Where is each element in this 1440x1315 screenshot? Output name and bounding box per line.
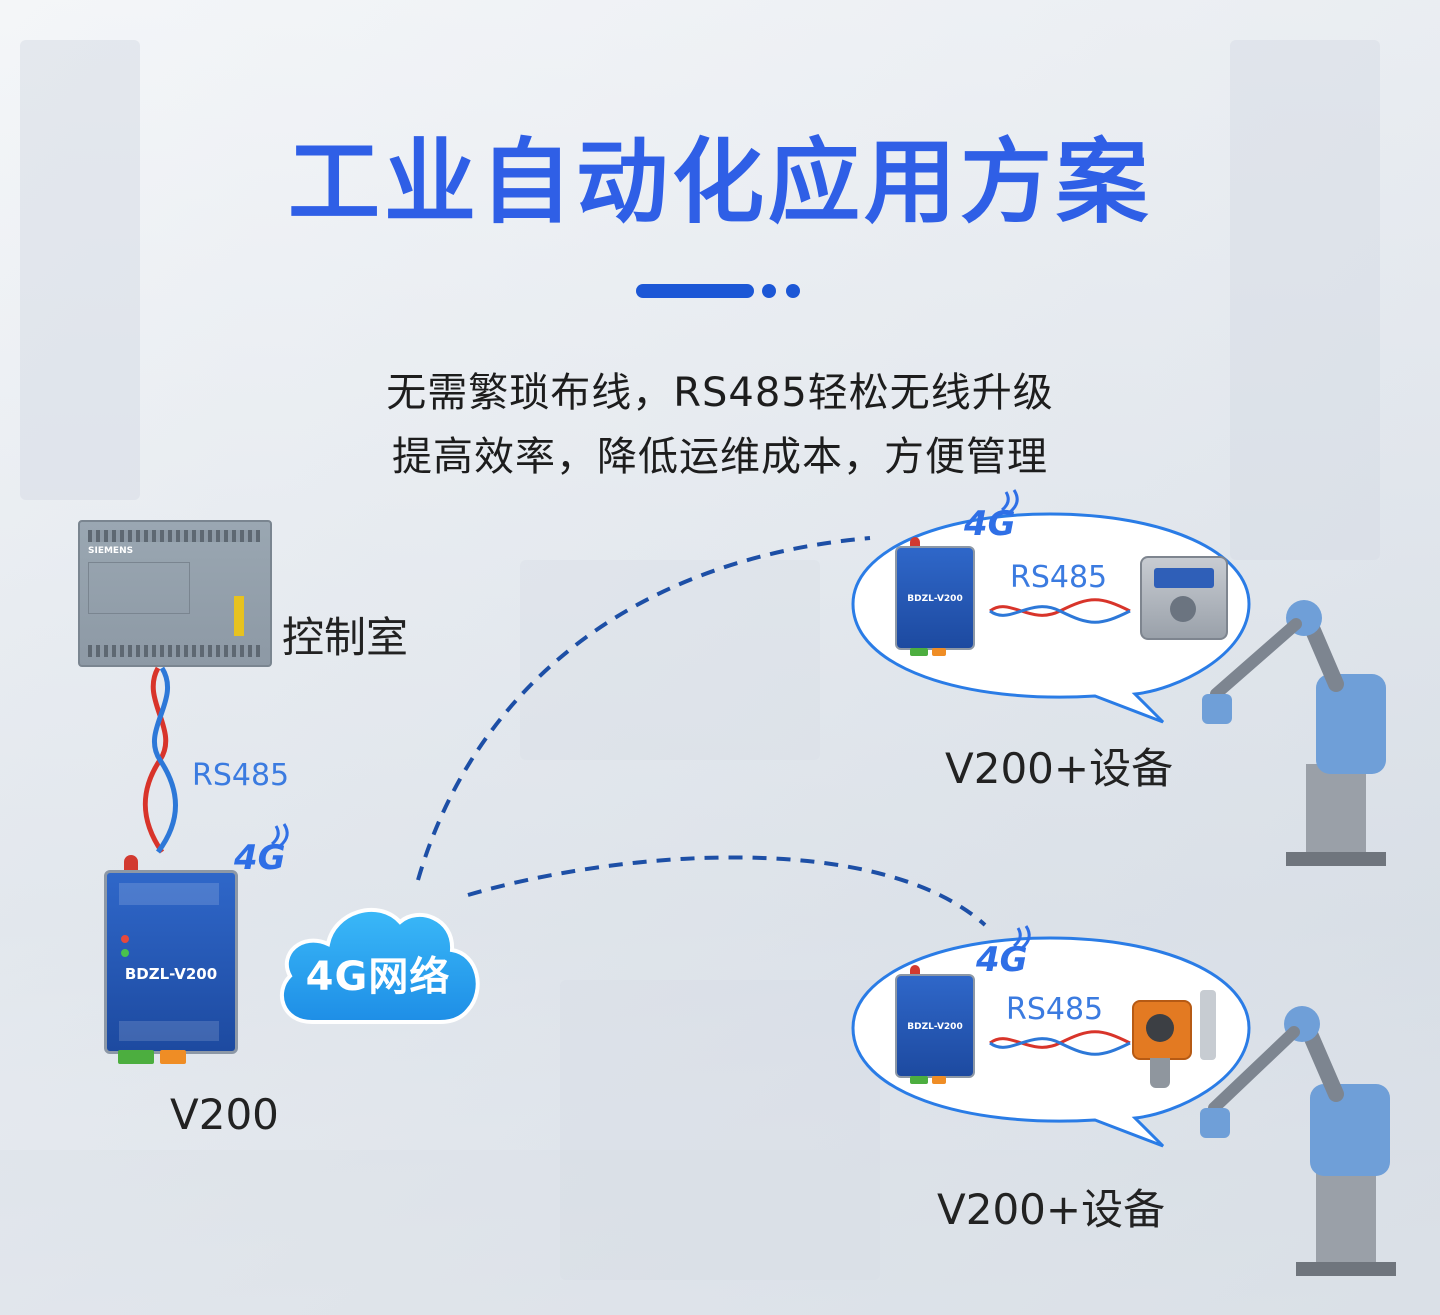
gateway-led xyxy=(121,935,129,943)
remote-1-terminal xyxy=(932,648,946,656)
rs485-cable-blue xyxy=(152,666,178,854)
subtitle-line-2: 提高效率，降低运维成本，方便管理 xyxy=(392,434,1048,480)
remote-2-model: BDZL-V200 xyxy=(907,1022,963,1032)
gateway-label: V200 xyxy=(170,1090,279,1139)
gateway-model: BDZL-V200 xyxy=(124,965,218,983)
signal-waves-icon xyxy=(1013,925,1031,950)
title-divider xyxy=(636,284,836,298)
signal-waves-icon xyxy=(271,823,289,848)
gateway-indicator-panel xyxy=(119,883,219,905)
remote-1-device: BDZL-V200 xyxy=(895,546,975,650)
gateway-orange-terminal xyxy=(160,1050,186,1064)
local-rs485-label: RS485 xyxy=(192,758,290,793)
gateway-antenna xyxy=(124,855,138,873)
remote-2-4g-text: 4G xyxy=(976,940,1028,980)
remote-2-antenna xyxy=(910,965,920,977)
remote-1-rs485-label: RS485 xyxy=(1010,560,1108,595)
robot-arm-1 xyxy=(1202,600,1386,866)
remote-2-terminal xyxy=(932,1076,946,1084)
remote-1-terminal xyxy=(910,648,928,656)
local-4g-text: 4G xyxy=(234,838,286,878)
remote-1-4g-badge: 4G xyxy=(964,489,1019,544)
remote-2-cable xyxy=(989,1030,1131,1056)
remote-1-cable xyxy=(989,598,1131,624)
background-machine xyxy=(520,560,820,760)
control-room-label: 控制室 xyxy=(282,613,409,662)
remote-2-device: BDZL-V200 xyxy=(895,974,975,1078)
signal-waves-icon xyxy=(1001,489,1019,514)
plc-terminals xyxy=(88,645,260,657)
detector-sensor xyxy=(1150,1058,1170,1088)
remote-2-gas-detector xyxy=(1132,1000,1192,1060)
detector-display xyxy=(1146,1014,1174,1042)
gateway-green-terminal xyxy=(118,1050,154,1064)
gateway-led xyxy=(121,949,129,957)
subtitle-line-1: 无需繁琐布线，RS485轻松无线升级 xyxy=(386,370,1054,416)
cloud-icon xyxy=(280,907,480,1024)
divider-dot xyxy=(786,284,800,298)
dashed-link-lower xyxy=(467,855,987,927)
remote-2-probe xyxy=(1200,990,1216,1060)
dashed-link-upper xyxy=(416,536,871,881)
background-machine xyxy=(560,980,880,1280)
plc-brand: SIEMENS xyxy=(88,546,134,556)
background-machine xyxy=(1230,40,1380,560)
gateway-device: BDZL-V200 xyxy=(104,870,238,1054)
divider-dot xyxy=(762,284,776,298)
gateway-port-panel xyxy=(119,1021,219,1041)
remote-2-label: V200+设备 xyxy=(937,1185,1166,1234)
network-label: 4G网络 xyxy=(305,954,451,1000)
local-4g-badge: 4G xyxy=(234,823,289,878)
remote-1-gas-meter xyxy=(1140,556,1228,640)
remote-2-4g-badge: 4G xyxy=(976,925,1031,980)
remote-2-rs485-label: RS485 xyxy=(1006,992,1104,1027)
background-floor xyxy=(0,1150,1440,1315)
robot-arm-2 xyxy=(1200,1006,1396,1276)
meter-dial xyxy=(1170,596,1196,622)
meter-display xyxy=(1154,568,1214,588)
remote-2-terminal xyxy=(910,1076,928,1084)
remote-1-4g-text: 4G xyxy=(964,504,1016,544)
plc-terminals xyxy=(88,530,260,542)
plc-status-strip xyxy=(234,596,244,636)
page-title: 工业自动化应用方案 xyxy=(287,129,1152,236)
remote-1-label: V200+设备 xyxy=(945,744,1174,793)
plc-controller: SIEMENS xyxy=(78,520,272,667)
plc-panel xyxy=(88,562,190,614)
divider-bar xyxy=(636,284,754,298)
remote-1-model: BDZL-V200 xyxy=(907,594,963,604)
background-machine xyxy=(20,40,140,500)
remote-1-antenna xyxy=(910,537,920,549)
